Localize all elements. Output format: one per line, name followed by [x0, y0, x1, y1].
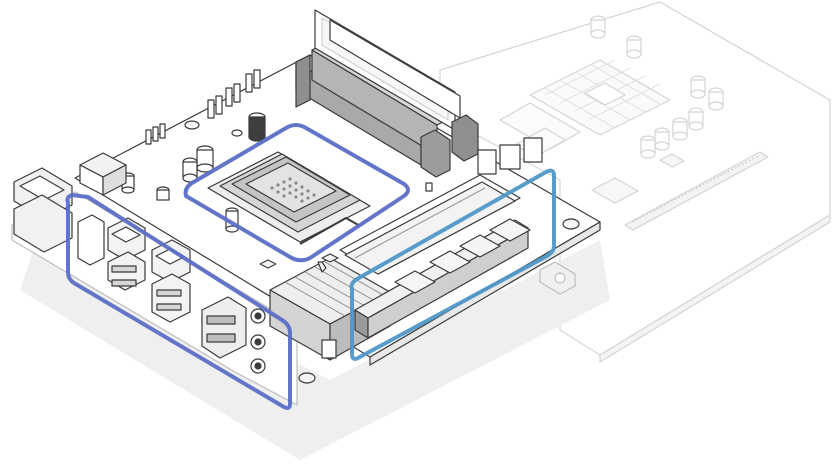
usb-stack-2 — [151, 273, 191, 323]
highlight-overlays — [65, 123, 556, 410]
pcie-slot-highlight — [349, 168, 556, 361]
ghost-chipset — [591, 177, 639, 204]
ram-module-2 — [329, 19, 461, 119]
ghost-capacitors — [590, 15, 724, 159]
lan-port-2 — [151, 239, 191, 283]
mounting-holes — [184, 120, 580, 384]
sodimm-slot — [339, 174, 521, 275]
socket-pins — [270, 177, 316, 203]
ghost-motherboard — [439, 1, 831, 363]
ghost-pcie-slot — [624, 151, 769, 231]
cpu-socket-highlight — [183, 123, 410, 263]
usb-stack-3 — [201, 296, 247, 359]
audio-jacks — [250, 308, 266, 374]
ram-slots — [295, 9, 479, 178]
small-components — [259, 137, 543, 359]
rear-io-ports — [13, 167, 266, 374]
usb-stack-1 — [107, 251, 146, 291]
io-bracket — [77, 214, 105, 266]
rear-io-highlight — [65, 193, 292, 410]
cpu-socket — [207, 151, 371, 245]
sata-connectors — [394, 218, 531, 294]
edge-connector — [539, 261, 576, 295]
pin-headers — [79, 69, 261, 196]
